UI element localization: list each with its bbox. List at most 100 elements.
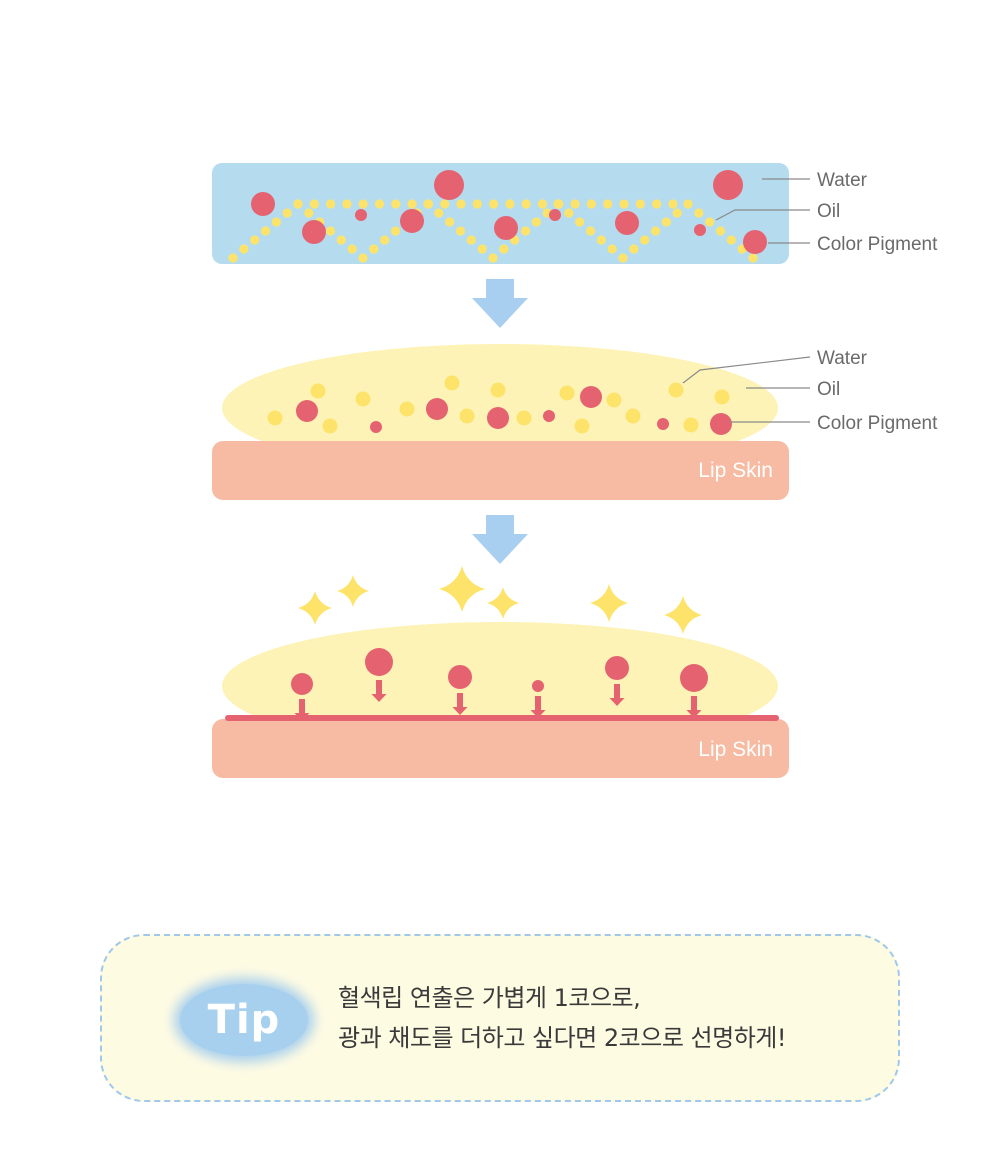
oil-dot bbox=[390, 226, 401, 236]
oil-dot bbox=[618, 253, 628, 263]
oil-dot bbox=[488, 253, 498, 263]
water-droplets bbox=[267, 375, 730, 434]
arrow-down-icon bbox=[686, 696, 702, 718]
pigment-particles bbox=[251, 170, 767, 254]
arrow-down-icon bbox=[609, 684, 625, 706]
oil-dot bbox=[575, 217, 585, 227]
oil-dot bbox=[304, 208, 314, 218]
oil-dot bbox=[585, 226, 596, 236]
pigment-particle bbox=[296, 400, 318, 422]
oil-dot bbox=[520, 226, 531, 236]
oil-dot bbox=[586, 199, 597, 209]
oil-leader-line bbox=[715, 209, 810, 221]
oil-dot bbox=[407, 199, 417, 209]
water-droplet bbox=[559, 385, 575, 401]
water-droplet bbox=[490, 382, 506, 398]
sparkle-icon bbox=[337, 575, 369, 607]
oil-dot bbox=[326, 199, 336, 209]
water-droplet bbox=[516, 410, 532, 426]
oil-dot bbox=[652, 199, 662, 209]
oil-dot bbox=[239, 244, 249, 254]
oil-dot bbox=[358, 253, 368, 263]
oil-dot bbox=[564, 208, 574, 218]
pigment-particle bbox=[302, 220, 326, 244]
down-arrow-icon bbox=[472, 515, 528, 564]
oil-dot bbox=[531, 217, 541, 227]
pigment-particle bbox=[605, 656, 629, 680]
pigment-particle bbox=[615, 211, 639, 235]
water-droplet bbox=[399, 401, 415, 417]
oil-dot bbox=[466, 235, 476, 245]
oil-dot bbox=[455, 226, 466, 236]
pigment-particle bbox=[710, 413, 732, 435]
oil-dot bbox=[499, 244, 509, 254]
pigment-particle bbox=[694, 224, 706, 236]
arrow-down-icon bbox=[530, 696, 546, 718]
oil-dot bbox=[705, 217, 715, 227]
sparkle-icon bbox=[439, 566, 485, 612]
pigment-particle bbox=[549, 209, 561, 221]
label-color-pigment: Color Pigment bbox=[817, 413, 938, 434]
sparkle-icon bbox=[487, 587, 519, 619]
oil-dot bbox=[282, 208, 292, 218]
oil-dot bbox=[271, 217, 281, 227]
pigment-particle bbox=[400, 209, 424, 233]
pigment-particle bbox=[370, 421, 382, 433]
label-water: Water bbox=[817, 348, 868, 369]
water-droplet bbox=[606, 392, 622, 408]
pigment-particle bbox=[580, 386, 602, 408]
sparkle-icon bbox=[298, 591, 332, 625]
oil-dot bbox=[505, 199, 515, 209]
sparkle-icon bbox=[664, 596, 702, 634]
tip-badge: Tip bbox=[180, 984, 308, 1056]
absorbing-pigments bbox=[291, 648, 708, 721]
pigment-particle bbox=[532, 680, 544, 692]
label-oil: Oil bbox=[817, 201, 840, 222]
water-droplet bbox=[668, 382, 684, 398]
oil-dot bbox=[325, 226, 336, 236]
oil-dot bbox=[342, 199, 352, 209]
pigment-particle bbox=[487, 407, 509, 429]
oil-dot bbox=[683, 199, 693, 209]
tip-text: 혈색립 연출은 가볍게 1코으로, 광과 채도를 더하고 싶다면 2코으로 선명… bbox=[338, 978, 878, 1058]
water-leader-line bbox=[682, 356, 811, 384]
pigment-particle bbox=[657, 418, 669, 430]
lip-skin-layer bbox=[212, 441, 789, 500]
oil-dot bbox=[391, 199, 401, 209]
pigment-particles bbox=[296, 386, 732, 435]
oil-dot bbox=[369, 244, 379, 254]
oil-dot bbox=[596, 235, 606, 245]
oil-dot bbox=[726, 235, 736, 245]
oil-dot bbox=[748, 253, 758, 263]
oil-dot bbox=[489, 199, 499, 209]
oil-dot bbox=[260, 226, 271, 236]
oil-dot bbox=[607, 244, 617, 254]
label-lip-skin: Lip Skin bbox=[698, 738, 773, 761]
oil-dot bbox=[374, 199, 385, 209]
water-droplet bbox=[574, 418, 590, 434]
oil-dot bbox=[672, 208, 682, 218]
oil-dot bbox=[440, 199, 450, 209]
oil-dot bbox=[629, 244, 639, 254]
tip-line-2: 광과 채도를 더하고 싶다면 2코으로 선명하게! bbox=[338, 1024, 786, 1052]
oil-dot bbox=[477, 244, 487, 254]
water-droplet bbox=[355, 391, 371, 407]
pigment-particle bbox=[365, 648, 393, 676]
oil-dot bbox=[603, 199, 613, 209]
oil-dot bbox=[347, 244, 357, 254]
tip-line-1: 혈색립 연출은 가볍게 1코으로, bbox=[338, 984, 641, 1012]
oil-dot bbox=[250, 235, 260, 245]
oil-dot bbox=[434, 208, 444, 218]
pigment-stain-layer bbox=[225, 715, 779, 721]
oil-dot bbox=[380, 235, 390, 245]
pigment-particle bbox=[494, 216, 518, 240]
oil-dot bbox=[715, 226, 726, 236]
oil-dot bbox=[358, 199, 368, 209]
tip-badge-label: Tip bbox=[207, 997, 281, 1043]
tip-box: Tip 혈색립 연출은 가볍게 1코으로, 광과 채도를 더하고 싶다면 2코으… bbox=[100, 934, 900, 1102]
water-droplet bbox=[310, 383, 326, 399]
water-droplet bbox=[625, 408, 641, 424]
oil-dot bbox=[336, 235, 346, 245]
oil-dot bbox=[537, 199, 548, 209]
water-droplet bbox=[322, 418, 338, 434]
